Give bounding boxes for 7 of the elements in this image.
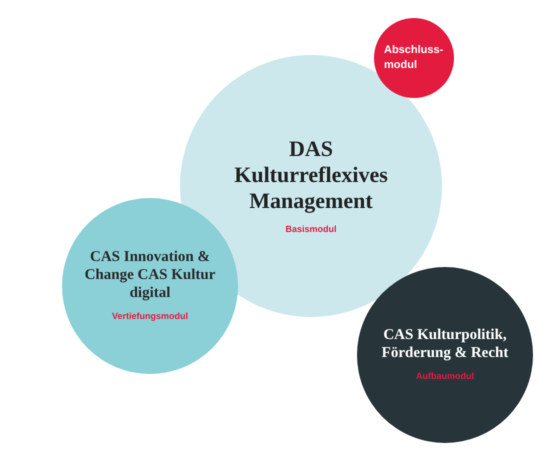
- module-type: Vertiefungsmodul: [112, 310, 188, 324]
- module-title: Abschluss- modul: [384, 42, 444, 73]
- module-title: CAS Innovation & Change CAS Kultur digital: [84, 248, 216, 302]
- module-title: DAS Kulturreflexives Management: [233, 136, 389, 215]
- module-type: Aufbaumodul: [416, 370, 474, 384]
- module-type: Basismodul: [285, 222, 336, 236]
- module-title: CAS Kulturpolitik, Förderung & Recht: [380, 326, 510, 362]
